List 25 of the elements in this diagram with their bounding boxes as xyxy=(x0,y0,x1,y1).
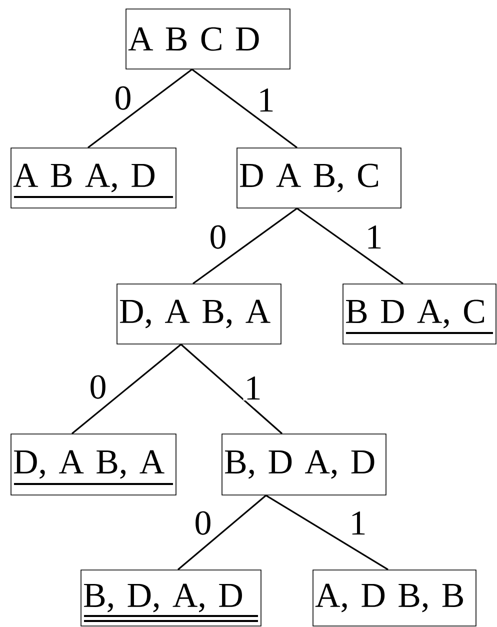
tree-branch-line xyxy=(296,208,404,284)
edge-label: 1 xyxy=(348,510,368,536)
tree-node-box: B D A, C xyxy=(342,284,496,344)
edge-label: 0 xyxy=(88,374,108,400)
edge-label: 1 xyxy=(364,224,384,250)
edge-label: 0 xyxy=(113,85,133,111)
tree-node-box: A B A, D xyxy=(10,148,176,208)
tree-branch-line xyxy=(192,208,298,284)
tree-node-box: A B C D xyxy=(126,8,290,70)
tree-branch-line xyxy=(72,344,182,434)
edge-label: 1 xyxy=(256,87,276,113)
tree-node-box: D, A B, A xyxy=(116,284,282,344)
edge-label: 1 xyxy=(243,375,263,401)
tree-branch-line xyxy=(180,344,283,434)
tree-branch-line xyxy=(88,68,192,148)
tree-node-box: B, D A, D xyxy=(222,434,386,496)
tree-node-box: B, D, A, D xyxy=(80,570,262,626)
tree-node-box: A, D B, B xyxy=(312,570,476,626)
tree-branch-line xyxy=(266,494,388,570)
tree-node-box: D, A B, A xyxy=(10,434,176,496)
edge-label: 0 xyxy=(208,224,228,250)
tree-branch-line xyxy=(177,494,266,570)
tree-branch-line xyxy=(192,68,298,148)
edge-label: 0 xyxy=(193,510,213,536)
tree-node-box: D A B, C xyxy=(236,148,402,208)
